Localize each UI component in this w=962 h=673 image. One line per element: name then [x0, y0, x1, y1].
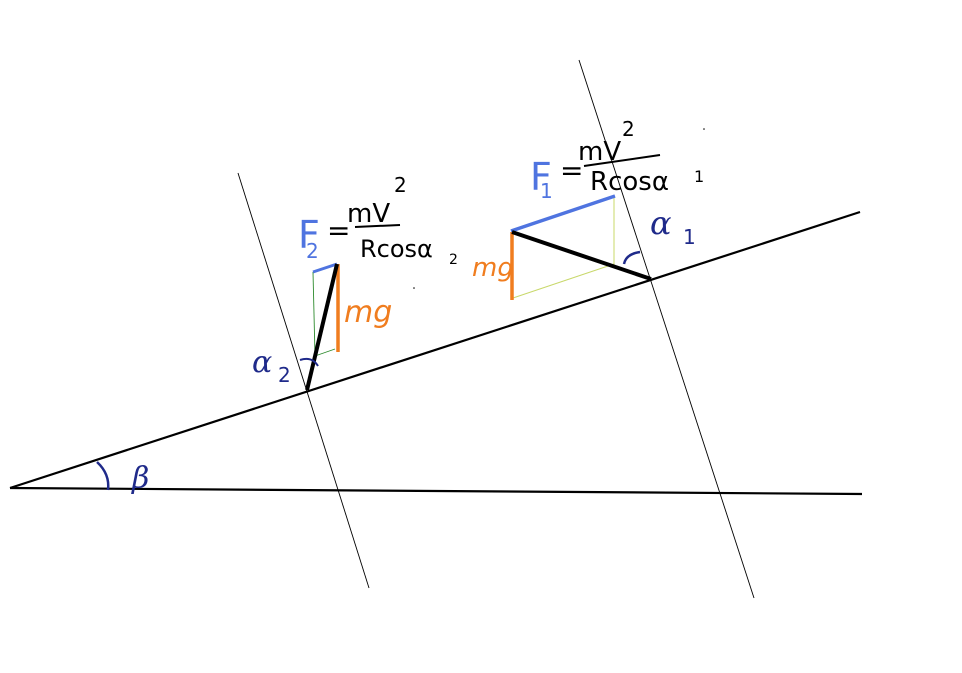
f1-power: 2 — [622, 117, 635, 141]
f2-fraction-bar — [354, 224, 401, 228]
normal-line-left — [237, 172, 370, 589]
f2-symbol: F — [298, 213, 320, 257]
f1-fraction-bar — [583, 154, 661, 167]
mg-label-left: mg — [344, 295, 392, 330]
alpha1-label: α — [650, 204, 672, 242]
f2-denominator-subscript: 2 — [449, 252, 458, 268]
incline-line — [9, 210, 861, 490]
f1-symbol: F — [530, 155, 552, 199]
force-f2-vector — [312, 262, 338, 274]
mg-label-right: mg — [472, 253, 514, 283]
alpha2-arc — [299, 357, 319, 367]
f1-subscript: 1 — [540, 179, 553, 203]
f2-equals: = — [327, 214, 350, 247]
resultant-right — [511, 230, 652, 281]
beta-label: β — [131, 461, 149, 496]
alpha1-arc — [622, 250, 641, 265]
stray-dot-right — [703, 128, 705, 130]
f1-denominator: Rcosα — [590, 167, 669, 197]
force-f1-vector — [510, 194, 616, 233]
alpha2-subscript: 2 — [278, 363, 291, 387]
f2-subscript: 2 — [306, 239, 319, 263]
guide-right-bottom — [512, 263, 615, 299]
alpha1-subscript: 1 — [683, 225, 696, 249]
f2-power: 2 — [394, 173, 407, 197]
f1-denominator-subscript: 1 — [694, 167, 704, 186]
f2-numerator: mV — [347, 199, 390, 229]
alpha2-label: α — [252, 345, 272, 380]
f2-denominator: Rcosα — [360, 235, 433, 263]
f1-equals: = — [560, 154, 583, 187]
guide-left-vertical — [312, 271, 316, 357]
resultant-left — [305, 263, 339, 391]
normal-line-right — [578, 59, 755, 599]
stray-dot-center — [413, 287, 415, 289]
beta-arc — [96, 461, 110, 491]
guide-left-bottom — [314, 348, 336, 357]
